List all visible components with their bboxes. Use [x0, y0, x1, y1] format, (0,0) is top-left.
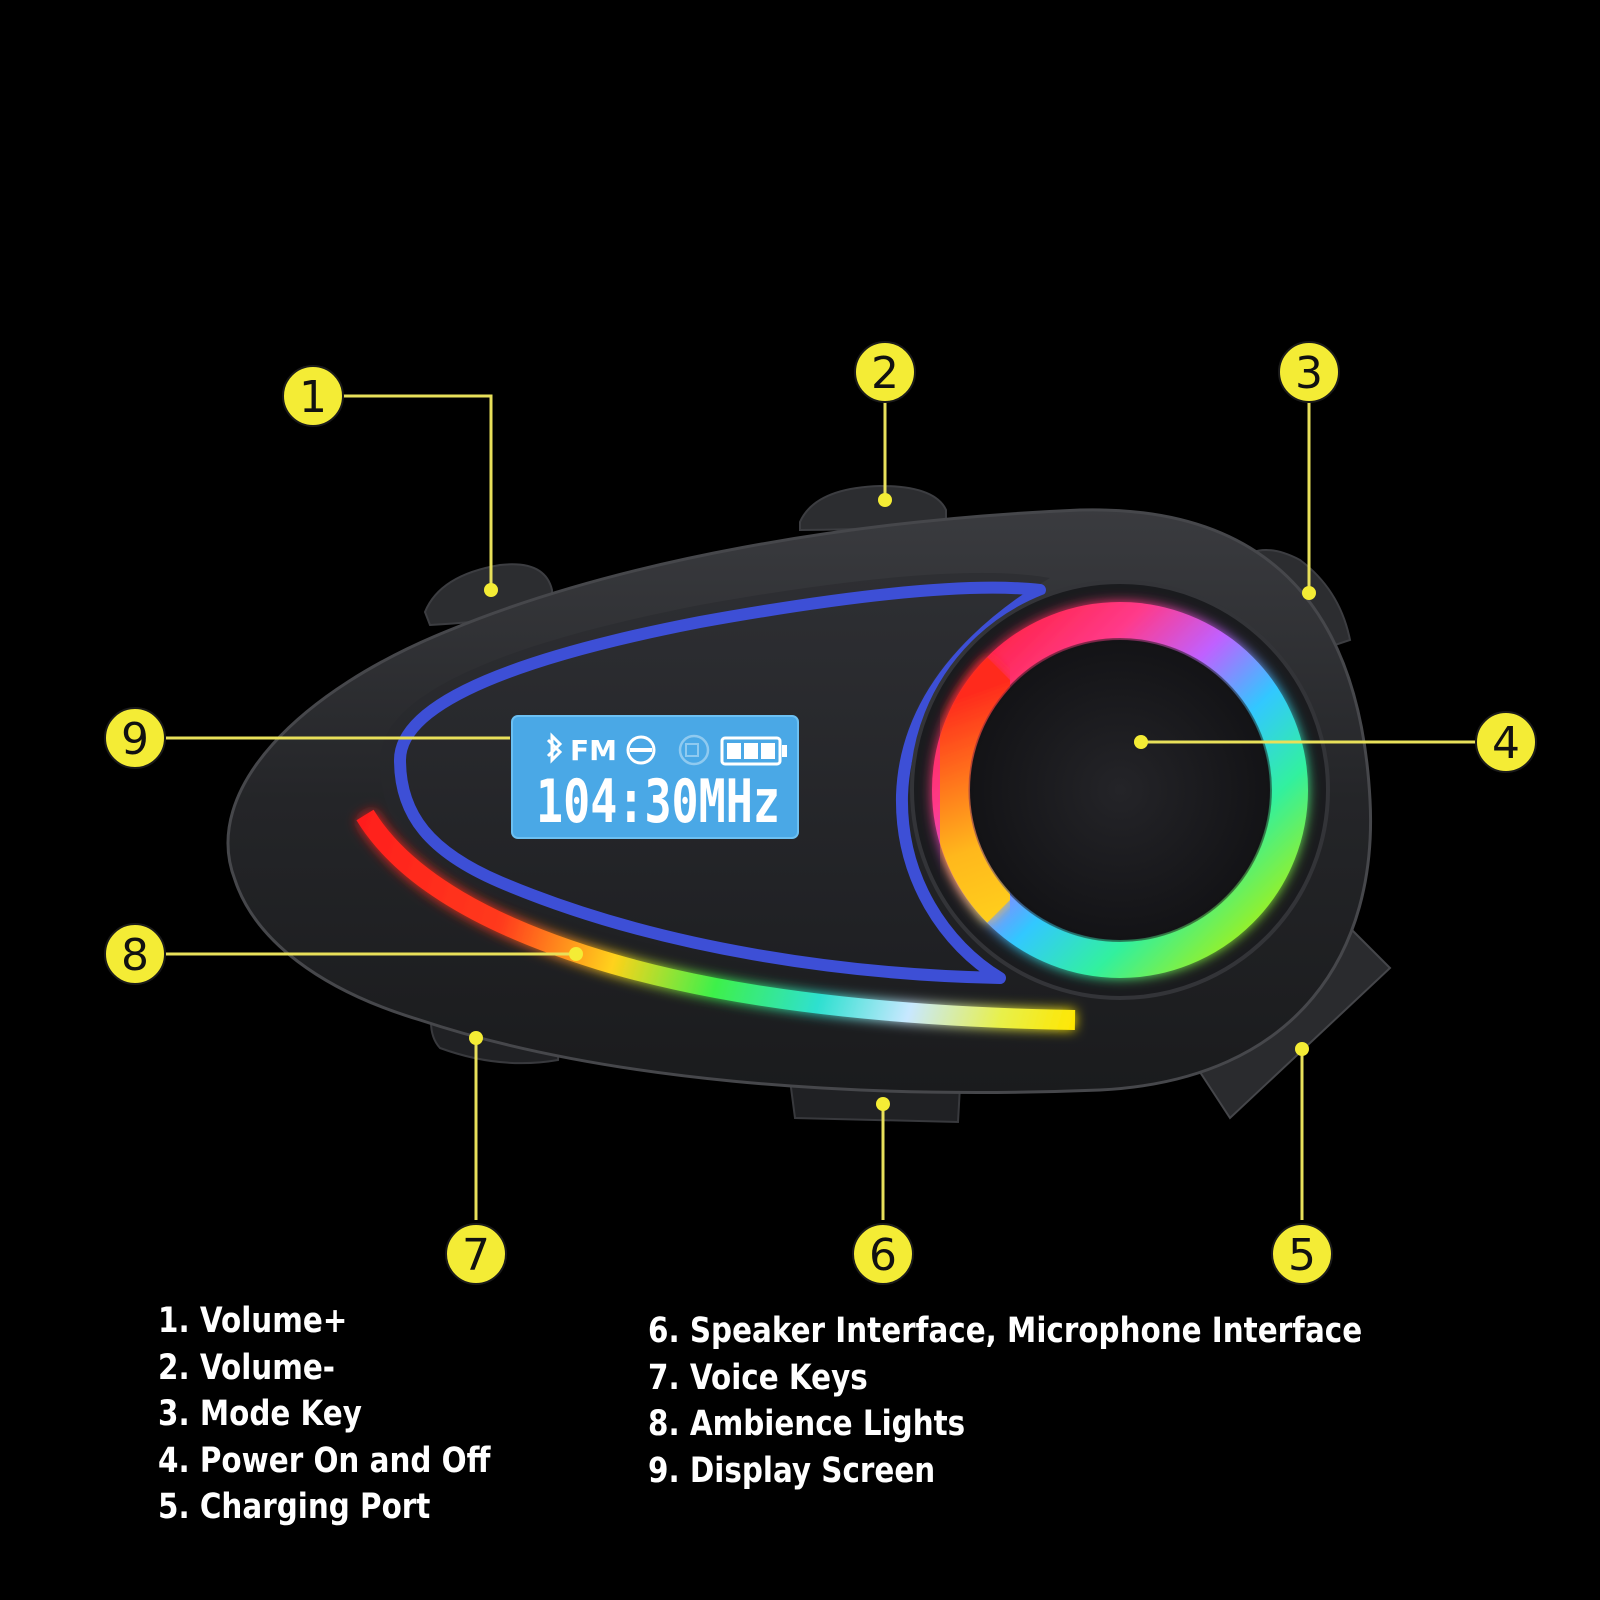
- callout-6: 6: [852, 1223, 914, 1285]
- svg-text:8: 8: [121, 930, 149, 981]
- link-icon: [626, 735, 656, 765]
- lcd-mode-label: FM: [570, 734, 617, 767]
- callout-8: 8: [104, 923, 166, 985]
- svg-text:2: 2: [871, 348, 899, 399]
- power-button[interactable]: [910, 580, 1330, 1000]
- legend-item-5: 5. Charging Port: [158, 1487, 431, 1527]
- callout-1: 1: [282, 365, 344, 427]
- lcd-panel: [511, 715, 799, 839]
- legend-item-4: 4. Power On and Off: [158, 1440, 491, 1481]
- legend-item-2: 2. Volume-: [158, 1347, 335, 1388]
- bluetooth-icon: [546, 732, 563, 764]
- svg-text:3: 3: [1295, 348, 1323, 399]
- svg-text:1: 1: [299, 372, 327, 423]
- legend-item-3: 3. Mode Key: [158, 1394, 362, 1434]
- legend-item-6: 6. Speaker Interface, Microphone Interfa…: [648, 1311, 1363, 1351]
- svg-text:5: 5: [1288, 1230, 1316, 1281]
- legend-item-1: 1. Volume+: [158, 1301, 348, 1341]
- record-icon: [678, 734, 710, 766]
- legend-item-9: 9. Display Screen: [648, 1450, 936, 1491]
- power-button-center: [970, 640, 1270, 940]
- anchor-dots: [469, 493, 1316, 1111]
- callout-9: 9: [104, 707, 166, 769]
- svg-text:7: 7: [462, 1230, 490, 1281]
- callout-5: 5: [1271, 1223, 1333, 1285]
- leader-lines: [166, 394, 1476, 1220]
- display-screen: FM 104:30MHz: [511, 715, 799, 839]
- leader-line-1: [338, 394, 493, 590]
- svg-text:6: 6: [869, 1230, 897, 1281]
- svg-text:9: 9: [121, 714, 149, 765]
- legend-item-8: 8. Ambience Lights: [648, 1404, 966, 1444]
- legend-left: 1. Volume+ 2. Volume- 3. Mode Key 4. Pow…: [158, 1298, 490, 1531]
- callout-2: 2: [854, 341, 916, 403]
- callout-3: 3: [1278, 341, 1340, 403]
- svg-text:4: 4: [1492, 718, 1520, 769]
- callout-7: 7: [445, 1223, 507, 1285]
- power-ring-light-left: [932, 657, 1013, 923]
- callout-4: 4: [1475, 711, 1537, 773]
- ambience-light-strip: [356, 809, 1076, 1030]
- lcd-frequency: 104:30MHz: [536, 767, 780, 837]
- battery-icon: [720, 736, 787, 766]
- legend-right: 6. Speaker Interface, Microphone Interfa…: [648, 1308, 1362, 1494]
- accent-outline: [394, 581, 1046, 984]
- legend-item-7: 7. Voice Keys: [648, 1357, 868, 1398]
